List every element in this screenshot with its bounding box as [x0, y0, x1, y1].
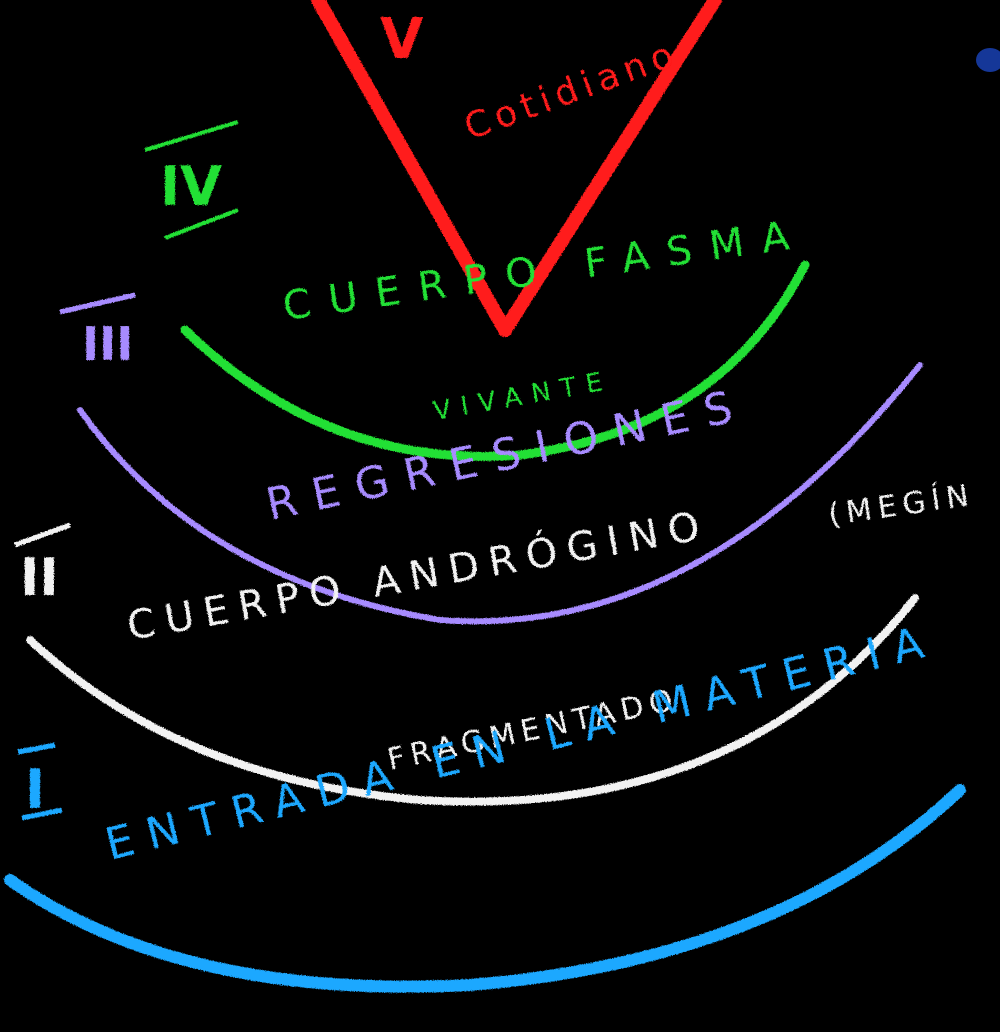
green-arc [180, 260, 810, 461]
white-numeral-ii: II [14, 522, 71, 608]
roman-numeral-i: I [25, 758, 45, 821]
roman-numeral-iv: IV [160, 155, 222, 218]
green-numeral-iv: IV [144, 120, 239, 240]
label-cuerpo-androgino: CUERPO ANDRÓGINO [123, 500, 713, 650]
label-cuerpo-fasma: CUERPO FASMA [280, 211, 810, 330]
purple-arc [77, 362, 923, 625]
roman-numeral-iii: III [82, 317, 133, 371]
blue-numeral-i: I [17, 742, 63, 821]
blue-smudge [976, 48, 1000, 72]
roman-numeral-ii: II [20, 548, 59, 608]
roman-numeral-v: V [380, 7, 424, 72]
purple-numeral-iii: III [59, 292, 136, 371]
triangle-lines [311, 0, 722, 337]
label-megin: (MEGÍN [826, 477, 977, 533]
white-arc [26, 594, 919, 806]
label-entrada-en-la-materia: ENTRADA EN LA MATERIA [100, 614, 942, 870]
blue-arc [4, 784, 966, 993]
